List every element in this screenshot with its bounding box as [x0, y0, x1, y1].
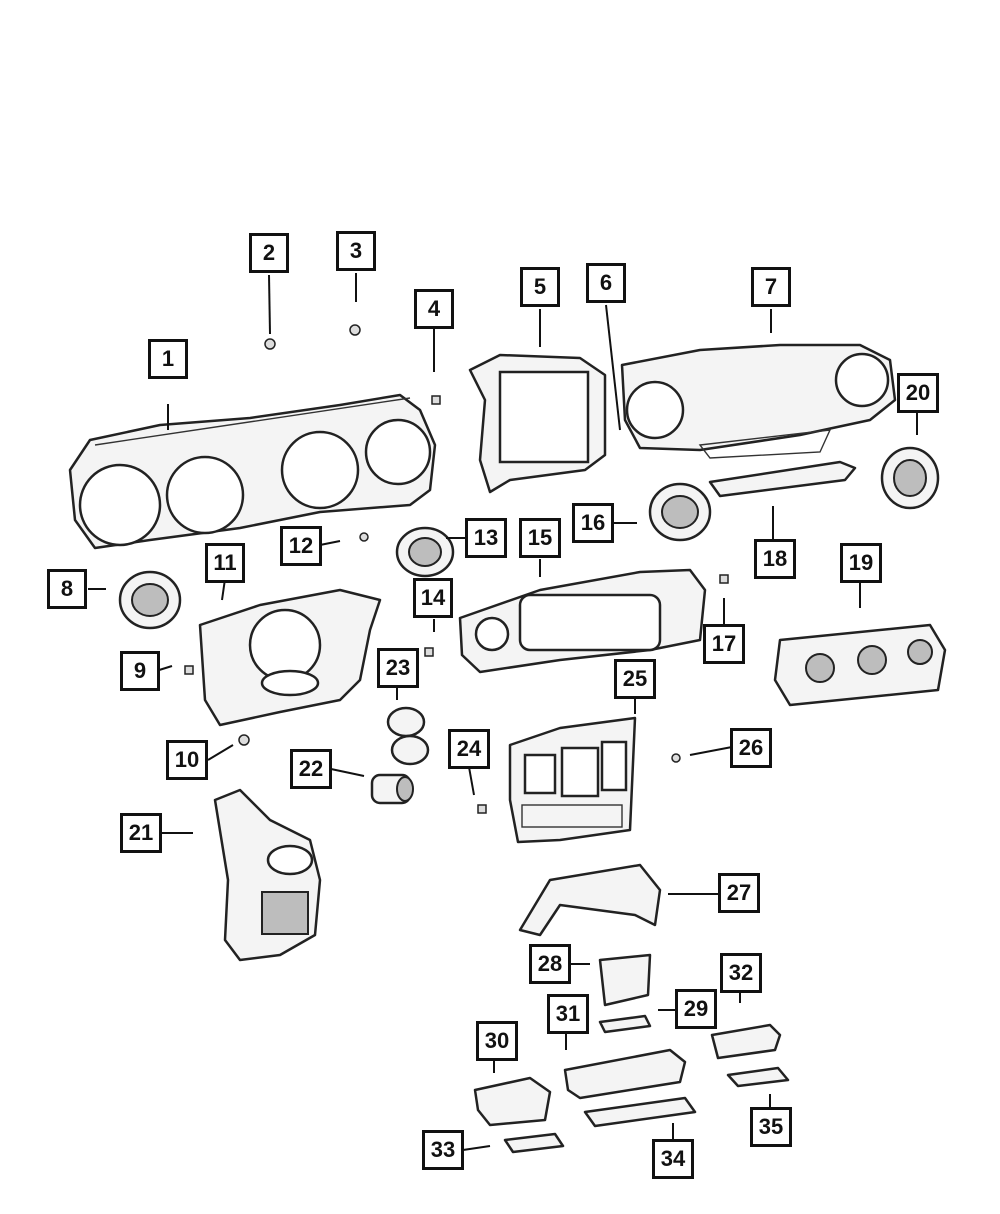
callout-24: 24 [448, 729, 490, 769]
part-28-bin [598, 953, 652, 1007]
callout-27: 27 [718, 873, 760, 913]
part-11-column-panel [198, 588, 382, 727]
leader-lines [88, 273, 918, 1151]
callout-31: 31 [547, 994, 589, 1034]
part-22-outlet [370, 773, 414, 805]
part-12-clip [359, 532, 369, 542]
callout-3: 3 [336, 231, 376, 271]
part-16-vent [648, 482, 712, 542]
part-32-bin [710, 1023, 782, 1060]
callout-34: 34 [652, 1139, 694, 1179]
callout-14: 14 [413, 578, 453, 618]
callout-26: 26 [730, 728, 772, 768]
part-17-clip [719, 574, 729, 584]
callout-28: 28 [529, 944, 571, 984]
callout-25: 25 [614, 659, 656, 699]
callout-17: 17 [703, 624, 745, 664]
part-10-clip [238, 734, 250, 746]
part-15-center-bezel [458, 568, 707, 674]
callout-12: 12 [280, 526, 322, 566]
callout-20: 20 [897, 373, 939, 413]
part-30-bin [473, 1076, 552, 1127]
part-5-bezel-frame [468, 353, 607, 494]
callout-13: 13 [465, 518, 507, 558]
part-8-vent [118, 570, 182, 630]
part-31-tray [563, 1048, 687, 1100]
callout-35: 35 [750, 1107, 792, 1147]
part-19-hvac-control [773, 623, 947, 707]
callout-5: 5 [520, 267, 560, 307]
callout-16: 16 [572, 503, 614, 543]
part-18-strip [708, 460, 857, 498]
part-3-screw [349, 324, 361, 336]
callout-22: 22 [290, 749, 332, 789]
callout-9: 9 [120, 651, 160, 691]
callout-15: 15 [519, 518, 561, 558]
callout-32: 32 [720, 953, 762, 993]
part-34-mat [583, 1096, 697, 1128]
callout-6: 6 [586, 263, 626, 303]
callout-18: 18 [754, 539, 796, 579]
callout-29: 29 [675, 989, 717, 1029]
part-26-screw [671, 753, 681, 763]
part-20-vent [880, 446, 940, 510]
callout-2: 2 [249, 233, 289, 273]
callout-33: 33 [422, 1130, 464, 1170]
callout-23: 23 [377, 648, 419, 688]
callout-10: 10 [166, 740, 208, 780]
part-13-vent [395, 526, 455, 578]
callout-4: 4 [414, 289, 454, 329]
part-14-clip [424, 647, 434, 657]
part-4-clip [431, 395, 441, 405]
part-33-mat [503, 1132, 565, 1154]
callout-11: 11 [205, 543, 245, 583]
part-21-lower-panel [213, 788, 322, 962]
callout-7: 7 [751, 267, 791, 307]
part-25-switch-bezel [508, 716, 637, 844]
part-35-mat [726, 1066, 790, 1088]
callout-8: 8 [47, 569, 87, 609]
callout-1: 1 [148, 339, 188, 379]
part-23-outlet [386, 706, 430, 766]
callout-19: 19 [840, 543, 882, 583]
callout-30: 30 [476, 1021, 518, 1061]
part-24-clip [477, 804, 487, 814]
part-27-console-trim [518, 863, 662, 937]
part-1-cluster-bezel [68, 393, 437, 550]
part-9-clip [184, 665, 194, 675]
callout-21: 21 [120, 813, 162, 853]
part-2-screw [264, 338, 276, 350]
part-7-upper-trim [620, 343, 897, 459]
part-29-mat [598, 1014, 652, 1034]
